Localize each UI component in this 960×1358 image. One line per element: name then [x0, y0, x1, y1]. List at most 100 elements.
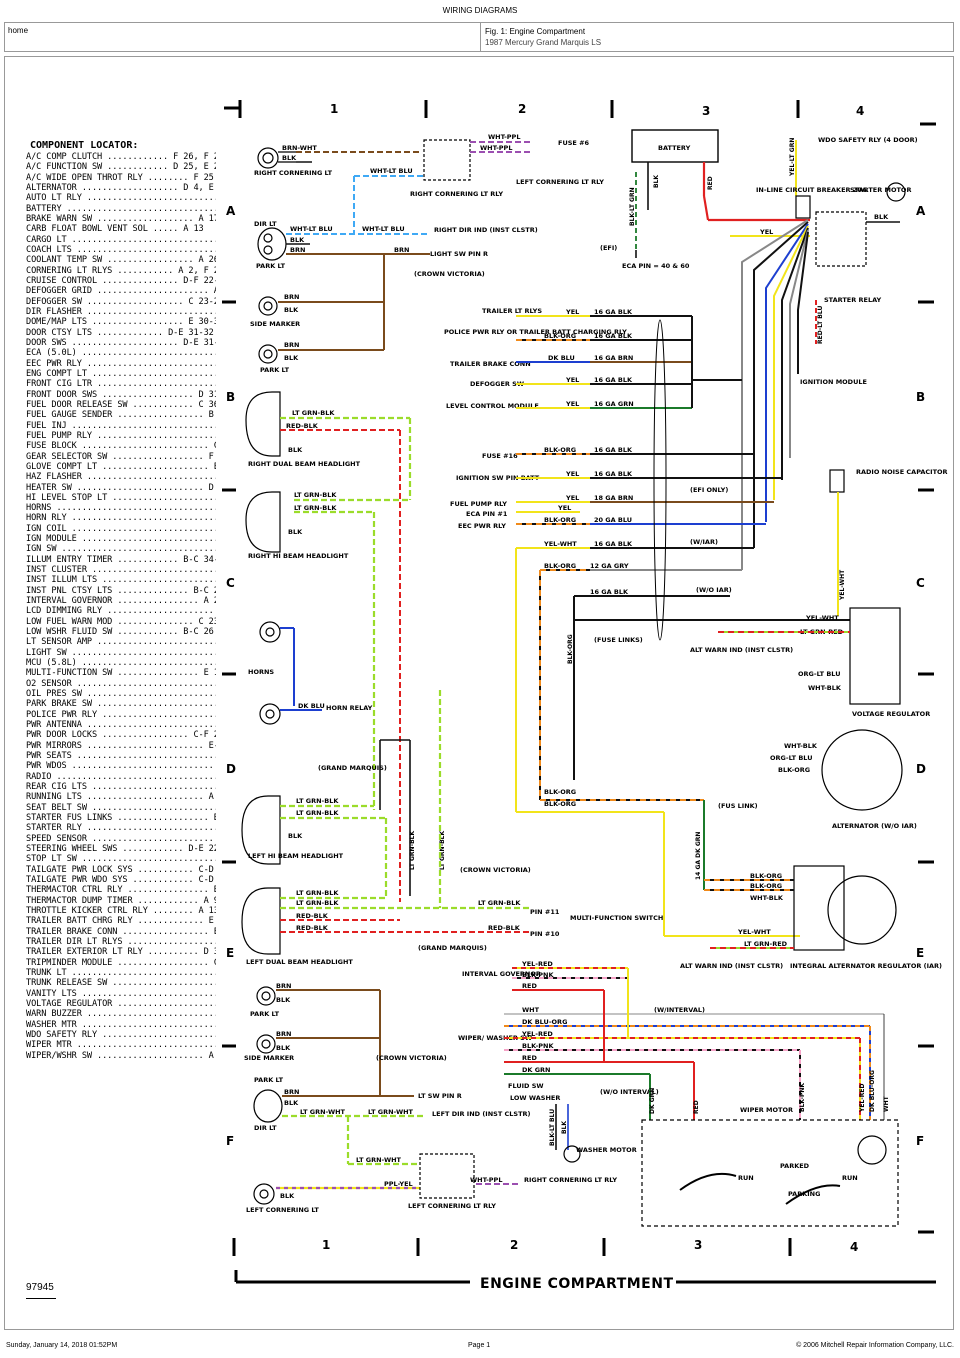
locator-entry: WIPER/WSHR SW ..................... A 24… [26, 1050, 214, 1061]
svg-text:TRAILER LT RLYS: TRAILER LT RLYS [482, 307, 542, 315]
svg-text:BLK-ORG: BLK-ORG [750, 882, 782, 890]
svg-text:ALTERNATOR (W/O IAR): ALTERNATOR (W/O IAR) [832, 822, 917, 830]
svg-text:WHT: WHT [883, 1095, 890, 1112]
svg-text:BLK-ORG: BLK-ORG [778, 766, 810, 774]
locator-entry: TRAILER BRAKE CONN ................. E 3… [26, 926, 216, 937]
col-label-3: 3 [702, 104, 711, 118]
reference-number: 97945 [26, 1282, 54, 1293]
svg-text:RIGHT CORNERING LT RLY: RIGHT CORNERING LT RLY [524, 1176, 617, 1184]
svg-text:ORG-LT BLU: ORG-LT BLU [770, 754, 812, 762]
svg-text:FUSE #16: FUSE #16 [482, 452, 518, 460]
locator-entry: VOLTAGE REGULATOR ..................... … [26, 998, 216, 1009]
svg-text:RED-BLK: RED-BLK [286, 422, 319, 430]
locator-entry: TAILGATE PWR LOCK SYS ........... C-D 33 [26, 864, 216, 875]
locator-entry: LOW WSHR FLUID SW ............ B-C 26 [26, 627, 214, 638]
svg-text:PARKED: PARKED [780, 1162, 810, 1170]
locator-entry: WDO SAFETY RLY .........................… [26, 1029, 216, 1040]
svg-text:WASHER MOTOR: WASHER MOTOR [576, 1146, 637, 1154]
col-label-1-bottom: 1 [322, 1238, 331, 1252]
svg-text:16 GA GRN: 16 GA GRN [594, 400, 634, 408]
svg-text:BLK-LT BLU: BLK-LT BLU [549, 1109, 556, 1146]
svg-text:BLK-LT GRN: BLK-LT GRN [629, 187, 636, 226]
row-label-c: C [226, 576, 235, 590]
load-wires [516, 315, 742, 409]
svg-text:LT GRN-BLK: LT GRN-BLK [294, 491, 337, 499]
locator-entry: STARTER RLY ............................… [26, 823, 216, 834]
svg-text:ALT WARN IND (INST CLSTR): ALT WARN IND (INST CLSTR) [690, 646, 793, 654]
svg-text:FUEL PUMP RLY: FUEL PUMP RLY [450, 500, 507, 508]
right-cornering-relay-box [423, 139, 471, 181]
home-link[interactable]: home [5, 23, 481, 51]
svg-text:(GRAND MARQUIS): (GRAND MARQUIS) [318, 764, 387, 772]
locator-entry: A/C WIDE OPEN THROT RLY ........ F 25 [26, 172, 214, 183]
row-label-f-right: F [916, 1134, 925, 1148]
grid-ticks [222, 100, 936, 1284]
svg-text:BLK: BLK [561, 1121, 568, 1134]
svg-text:BLK: BLK [284, 354, 299, 362]
svg-text:RED-LT BLU: RED-LT BLU [817, 306, 824, 344]
svg-text:LT GRN-WHT: LT GRN-WHT [368, 1108, 414, 1116]
locator-entry: FUEL DOOR RELEASE SW ............ C 36 [26, 399, 216, 410]
vehicle-name: 1987 Mercury Grand Marquis LS [485, 38, 602, 47]
svg-text:RED-BLK: RED-BLK [488, 924, 521, 932]
svg-text:LT GRN-BLK: LT GRN-BLK [296, 797, 339, 805]
locator-entry: THERMACTOR DUMP TIMER ............ A 9 [26, 895, 216, 906]
svg-text:DK GRN: DK GRN [522, 1066, 550, 1074]
svg-text:(CROWN VICTORIA): (CROWN VICTORIA) [460, 866, 531, 874]
svg-text:RUN: RUN [738, 1174, 754, 1182]
svg-text:FLUID SW: FLUID SW [508, 1082, 544, 1090]
svg-text:PARK LT: PARK LT [260, 366, 290, 374]
locator-entry: O2 SENSOR ..............................… [26, 678, 216, 689]
svg-text:16 GA BLK: 16 GA BLK [590, 588, 629, 596]
svg-text:WHT-LT BLU: WHT-LT BLU [362, 225, 405, 233]
svg-text:16 GA BRN: 16 GA BRN [594, 354, 633, 362]
svg-text:STARTER RELAY: STARTER RELAY [824, 296, 881, 304]
svg-text:(CROWN VICTORIA): (CROWN VICTORIA) [414, 270, 485, 278]
locator-entry: INST PNL CTSY LTS .............. B-C 21-… [26, 585, 216, 596]
svg-text:YEL: YEL [557, 504, 571, 512]
svg-text:PARKING: PARKING [788, 1190, 820, 1198]
svg-text:RIGHT CORNERING LT RLY: RIGHT CORNERING LT RLY [410, 190, 503, 198]
svg-text:LT GRN-WHT: LT GRN-WHT [356, 1156, 402, 1164]
svg-text:EEC PWR RLY: EEC PWR RLY [458, 522, 506, 530]
svg-text:RED-BLK: RED-BLK [296, 924, 329, 932]
svg-text:YEL-WHT: YEL-WHT [543, 540, 577, 548]
locator-entry: PWR WDOS ............................ A-… [26, 761, 214, 772]
svg-text:BLK-ORG: BLK-ORG [544, 332, 576, 340]
svg-text:LEFT HI BEAM HEADLIGHT: LEFT HI BEAM HEADLIGHT [248, 852, 344, 860]
locator-entry: PWR MIRRORS ....................... E-F … [26, 740, 216, 751]
svg-text:INTEGRAL ALTERNATOR REGULATOR: INTEGRAL ALTERNATOR REGULATOR (IAR) [790, 962, 942, 970]
locator-entry: INTERVAL GOVERNOR ................ A 24 [26, 596, 216, 607]
svg-text:BRN: BRN [276, 982, 291, 990]
svg-text:18 GA BRN: 18 GA BRN [594, 494, 633, 502]
svg-text:INTERVAL GOVERNOR: INTERVAL GOVERNOR [462, 970, 541, 978]
svg-text:YEL-WHT: YEL-WHT [805, 614, 839, 622]
svg-text:LEFT CORNERING LT RLY: LEFT CORNERING LT RLY [516, 178, 604, 186]
svg-text:DK BLU-ORG: DK BLU-ORG [522, 1018, 567, 1026]
locator-entry: HORN RLY ...............................… [26, 513, 216, 524]
locator-entry: FRONT DOOR SWS .................. D 31-3… [26, 389, 216, 400]
svg-text:16 GA BLK: 16 GA BLK [594, 470, 633, 478]
svg-text:SIDE MARKER: SIDE MARKER [250, 320, 300, 328]
svg-text:RIGHT DIR IND (INST CLSTR): RIGHT DIR IND (INST CLSTR) [434, 226, 538, 234]
svg-text:DEFOGGER SW: DEFOGGER SW [470, 380, 524, 388]
locator-entry: SPEED SENSOR ........................ E … [26, 833, 214, 844]
locator-entry: LOW FUEL WARN MOD ............... C 23 [26, 616, 216, 627]
svg-text:BRN: BRN [284, 1088, 299, 1096]
svg-text:BLK: BLK [284, 1099, 299, 1107]
svg-text:BLK-ORG: BLK-ORG [544, 788, 576, 796]
svg-text:BRN: BRN [290, 246, 305, 254]
svg-text:BLK-ORG: BLK-ORG [567, 634, 574, 664]
locator-entry: DOME/MAP LTS .................. E 30-31 [26, 317, 216, 328]
row-label-e: E [226, 946, 235, 960]
row-label-c-right: C [916, 576, 925, 590]
locator-entry: DOOR SWS ..................... D-E 31-32 [26, 337, 216, 348]
svg-text:DIR LT: DIR LT [254, 220, 277, 228]
svg-text:FUSE #6: FUSE #6 [558, 139, 590, 147]
svg-text:20 GA BLU: 20 GA BLU [594, 516, 632, 524]
svg-text:BLK: BLK [290, 236, 305, 244]
page-header: WIRING DIAGRAMS [442, 6, 518, 15]
locator-entry: CARGO LT .............................. … [26, 234, 216, 245]
